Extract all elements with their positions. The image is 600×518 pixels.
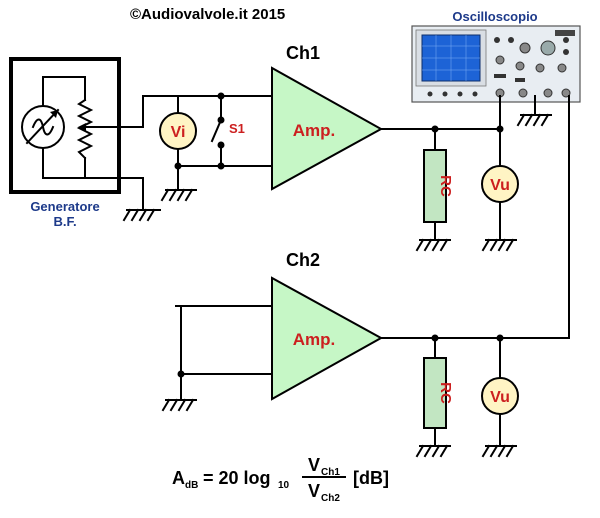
formula-numerator: V: [308, 455, 320, 475]
wire-s1-bottom: [220, 144, 273, 167]
oscilloscope-controls: [427, 30, 575, 98]
gain-formula: A dB = 20 log 10 V Ch1 V Ch2 [dB]: [172, 455, 389, 504]
generator-variable-arrow: [25, 108, 60, 145]
generator-internal-wire-top: [42, 76, 86, 107]
ch2-label: Ch2: [286, 250, 320, 270]
oscilloscope-graticule: [422, 35, 480, 81]
wire-generator-ground: [118, 177, 144, 211]
generator-internal-wire-bottom: [42, 147, 86, 179]
generator-label-line2: B.F.: [53, 214, 76, 229]
ch1-vu-label: Vu: [490, 177, 510, 194]
vi-meter-label: Vi: [171, 124, 186, 141]
formula-denominator: V: [308, 481, 320, 501]
ch1-amplifier-label: Amp.: [293, 121, 336, 140]
generator-source-icon: [21, 105, 65, 149]
ch2-amplifier: [271, 276, 384, 401]
wire-generator-to-ch1: [106, 95, 273, 128]
oscilloscope-label: Oscilloscopio: [452, 9, 537, 24]
ch2-rc-label: RC: [437, 382, 454, 404]
switch-s1-blade: [210, 118, 223, 143]
formula-denominator-subscript: Ch2: [321, 493, 340, 504]
copyright-text: ©Audiovalvole.it 2015: [130, 6, 285, 23]
formula-a-subscript: dB: [185, 480, 198, 491]
wire-ch2-output-to-scope: [380, 95, 570, 339]
formula-log-base: 10: [278, 480, 290, 491]
ch1-amplifier: [271, 66, 384, 191]
wiring: [9, 57, 570, 458]
formula-numerator-subscript: Ch1: [321, 467, 340, 478]
ch1-rc-label: RC: [437, 175, 454, 197]
formula-equals-log: = 20 log: [203, 468, 271, 488]
formula-a: A: [172, 468, 185, 488]
switch-s1-label: S1: [229, 121, 245, 136]
ch2-vu-label: Vu: [490, 389, 510, 406]
oscilloscope: Oscilloscopio: [411, 9, 581, 103]
ch1-label: Ch1: [286, 43, 320, 63]
potentiometer-icon: [76, 98, 94, 160]
formula-unit: [dB]: [353, 468, 389, 488]
arrow-head-icon: [50, 110, 58, 118]
generator-box: [9, 57, 121, 194]
ch2-amplifier-label: Amp.: [293, 330, 336, 349]
wiper-arrow-icon: [78, 123, 86, 131]
generator-label-line1: Generatore: [30, 199, 99, 214]
